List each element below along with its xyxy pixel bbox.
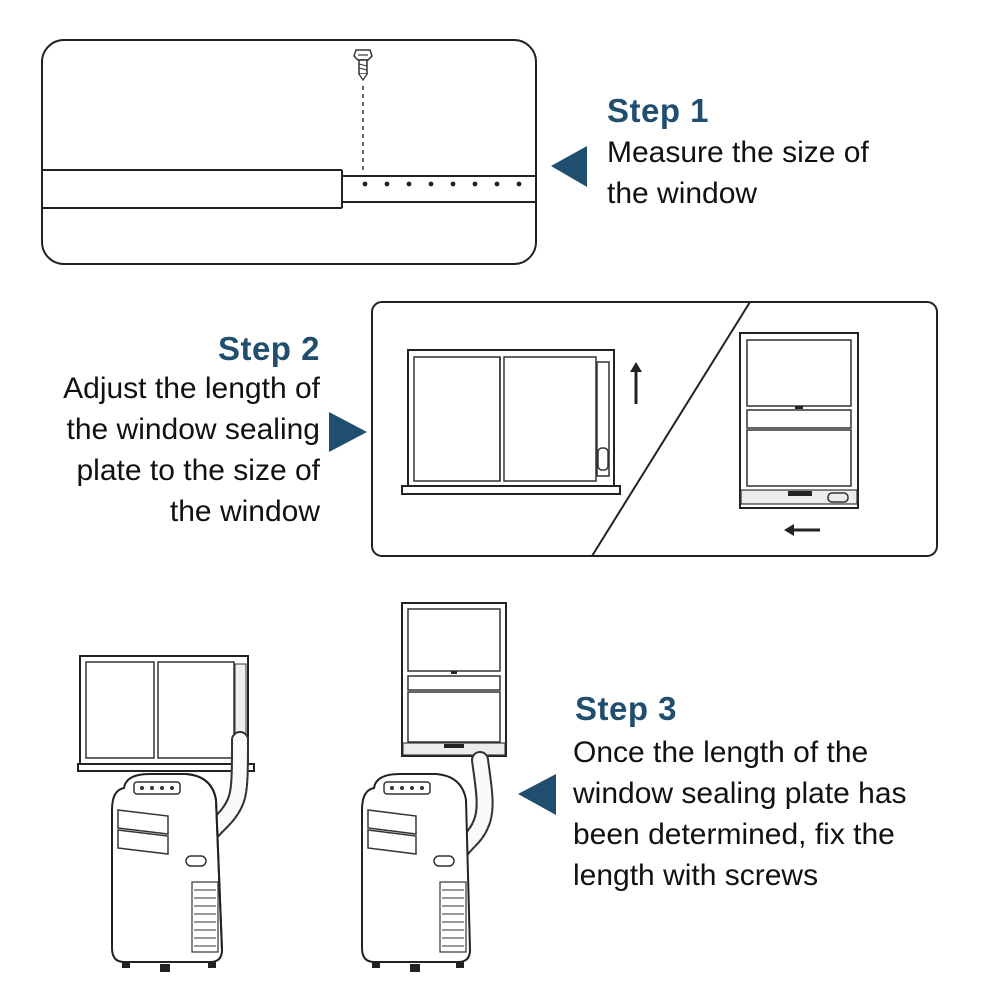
step1-panel xyxy=(41,39,537,265)
step1-description: Measure the size of the window xyxy=(607,132,869,214)
step1-line: Measure the size of xyxy=(607,136,869,169)
step2-line: Adjust the length of xyxy=(63,372,320,405)
step2-description: Adjust the length of the window sealing … xyxy=(10,368,320,532)
step2-pointer-triangle-icon xyxy=(329,412,367,452)
step3-line: been determined, fix the xyxy=(573,818,895,851)
step3-line: Once the length of the xyxy=(573,736,869,769)
step3-scene-hung xyxy=(361,602,507,972)
step2-line: the window sealing xyxy=(66,413,321,446)
screw-icon xyxy=(353,49,373,82)
step2-title: Step 2 xyxy=(217,330,320,367)
arrow-left-icon xyxy=(784,524,820,536)
step1-pointer-triangle-icon xyxy=(551,146,587,187)
step3-line: window sealing plate has xyxy=(573,777,907,810)
step2-line: the window xyxy=(169,495,320,528)
step1-line: the window xyxy=(607,177,758,210)
extension-strip xyxy=(342,175,536,203)
sliding-window xyxy=(401,349,621,495)
step3-line: length with screws xyxy=(573,859,819,892)
step3-title: Step 3 xyxy=(575,690,678,727)
step2-panel xyxy=(371,301,938,557)
step3-pointer-triangle-icon xyxy=(518,774,556,815)
step3-scene-sliding xyxy=(77,655,255,972)
step1-title: Step 1 xyxy=(607,92,710,129)
step3-description: Once the length of the window sealing pl… xyxy=(573,732,907,896)
step2-line: plate to the size of xyxy=(76,454,321,487)
arrow-up-icon xyxy=(630,362,642,404)
hung-window xyxy=(739,332,859,509)
